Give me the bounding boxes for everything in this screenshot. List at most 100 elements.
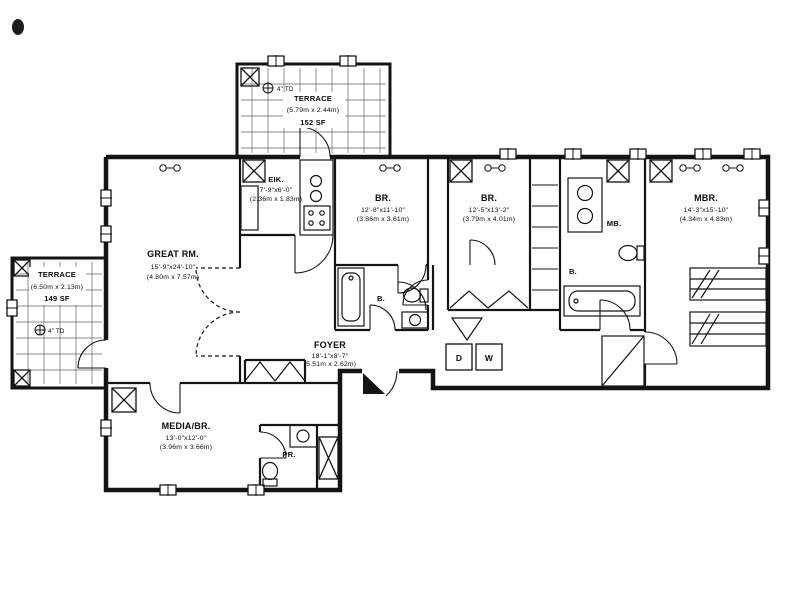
toilet-icon	[618, 244, 638, 262]
toilet-icon	[261, 461, 279, 481]
label-mbr: MBR. 14'-3"x15'-10" (4.34m x 4.83m)	[680, 193, 732, 223]
room-dims-m: (4.80m x 7.57m)	[147, 274, 199, 281]
window-symbol-icon	[159, 164, 181, 172]
unit-box-icon	[449, 159, 473, 183]
room-name: BR.	[481, 193, 497, 203]
label-bath2: B.	[569, 267, 577, 276]
window-symbol-icon	[722, 164, 744, 172]
unit-box-icon	[13, 369, 31, 387]
room-dims-m: (3.79m x 4.01m)	[463, 216, 515, 223]
unit-box-icon	[606, 159, 630, 183]
unit-box-icon	[111, 387, 137, 413]
unit-box-icon	[649, 159, 673, 183]
room-name: MEDIA/BR.	[162, 421, 211, 431]
master-bath-fixtures	[563, 177, 645, 317]
refrigerator-icon	[240, 185, 259, 231]
room-dims-ft: 7'-9"x6'-0"	[260, 187, 293, 194]
terrace-walls	[10, 62, 392, 390]
window-symbol-icon	[484, 164, 506, 172]
label-washer: W	[485, 353, 494, 363]
room-labels: TERRACE (5.79m x 2.44m) 152 SF 4" TD TER…	[31, 86, 732, 459]
window-ticks	[6, 55, 770, 496]
room-dims-ft: 12'-8"x11'-10"	[361, 207, 405, 214]
room-name: MBR.	[694, 193, 718, 203]
wardrobe-shelves	[690, 269, 766, 299]
window-symbol-icon	[379, 164, 401, 172]
kitchen-counter	[299, 159, 334, 236]
room-area: 149 SF	[44, 294, 70, 303]
bathtub-inner	[568, 290, 636, 312]
burner-icon	[319, 220, 325, 226]
wardrobe-icon	[689, 267, 767, 301]
room-dims-m: (4.34m x 4.83m)	[680, 216, 732, 223]
closet-shelves	[532, 184, 558, 291]
window-symbols	[159, 164, 744, 172]
scan-artifact	[12, 19, 24, 35]
drain-label: 4" TD	[277, 86, 294, 93]
room-name: EIK.	[268, 175, 284, 184]
burner-icon	[308, 220, 314, 226]
drain-icon	[34, 324, 46, 336]
room-dims: (6.50m x 2.13m)	[31, 284, 83, 291]
room-name: GREAT RM.	[147, 249, 199, 259]
mbr-builtins	[689, 267, 767, 347]
room-dims-m: (2.36m x 1.83m)	[250, 196, 302, 203]
washer-box	[475, 343, 503, 371]
room-area: 152 SF	[300, 118, 326, 127]
entry-door-leaf	[363, 373, 385, 394]
double-door-dashed-arcs	[195, 267, 241, 357]
burner-icon	[308, 210, 314, 216]
label-mb: MB.	[607, 219, 622, 228]
bathtub-icon	[563, 285, 641, 317]
label-foyer: FOYER 18'-1"x8'-7" (5.51m x 2.62m)	[304, 340, 356, 368]
room-dims-m: (5.51m x 2.62m)	[304, 361, 356, 368]
room-dims: (5.79m x 2.44m)	[287, 107, 339, 114]
label-terrace-left: TERRACE (6.50m x 2.13m) 149 SF 4" TD	[31, 270, 83, 335]
label-great-rm: GREAT RM. 15'-9"x24'-10" (4.80m x 7.57m)	[147, 249, 199, 281]
room-dims-ft: 18'-1"x8'-7"	[312, 353, 349, 360]
bathtub-icon	[337, 267, 365, 327]
sink-icon	[296, 429, 310, 443]
label-dryer: D	[456, 353, 462, 363]
wardrobe-shelves	[690, 313, 766, 345]
label-eik: EIK. 7'-9"x6'-0" (2.36m x 1.83m)	[250, 175, 302, 203]
hall-closet	[601, 335, 645, 387]
room-name: TERRACE	[294, 94, 332, 103]
room-dims-m: (3.86m x 3.61m)	[357, 216, 409, 223]
vanity-icon	[289, 424, 318, 448]
vanity-icon	[567, 177, 603, 233]
label-br2: BR. 12'-5"x13'-2" (3.79m x 4.01m)	[463, 193, 515, 223]
room-name: BR.	[375, 193, 391, 203]
faucet-icon	[573, 298, 579, 304]
kitchen-sink-icon	[309, 174, 323, 188]
burner-icon	[319, 210, 325, 216]
terrace-drains	[34, 82, 274, 336]
door-triangle-icon	[450, 317, 484, 342]
laundry-units	[445, 343, 503, 371]
room-dims-ft: 12'-5"x13'-2"	[469, 207, 510, 214]
room-name: FOYER	[314, 340, 346, 350]
dryer-box	[445, 343, 473, 371]
label-terrace-top: TERRACE (5.79m x 2.44m) 152 SF 4" TD	[277, 86, 339, 127]
sink-icon	[408, 313, 422, 327]
room-name: TERRACE	[38, 270, 76, 279]
room-dims-ft: 15'-9"x24'-10"	[151, 264, 196, 271]
window-frames	[6, 55, 770, 496]
bifold-doors	[244, 290, 529, 382]
drain-icon	[262, 82, 274, 94]
room-dims-ft: 13'-0"x12'-0"	[166, 435, 207, 442]
vanity-icon	[401, 311, 429, 329]
sink-icon	[576, 184, 594, 202]
label-bath1: B.	[377, 294, 385, 303]
unit-box-icon	[318, 436, 339, 480]
bathtub-inner	[341, 272, 361, 322]
toilet-icon	[402, 287, 422, 303]
powder-room-fixtures	[261, 424, 318, 487]
door-arcs	[77, 126, 678, 459]
toilet-tank-icon	[636, 245, 645, 261]
unit-box-icon	[13, 259, 31, 277]
room-dims-m: (3.96m x 3.66m)	[160, 444, 212, 451]
sink-icon	[576, 207, 594, 225]
